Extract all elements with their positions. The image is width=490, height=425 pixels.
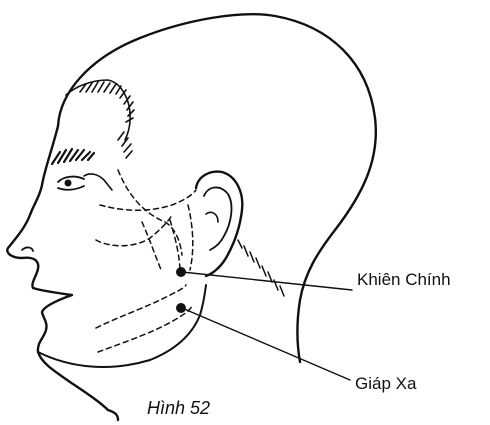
eyebrow (52, 149, 94, 164)
leader-line-giap-xa (182, 308, 350, 380)
neck-hatching (238, 240, 284, 296)
point-khien-chinh (176, 267, 186, 277)
face-profile (7, 126, 118, 420)
label-khien-chinh: Khiên Chính (357, 270, 451, 290)
label-giap-xa: Giáp Xa (355, 374, 416, 394)
leader-line-khien-chinh (182, 272, 352, 290)
point-giap-xa (176, 303, 186, 313)
sideburn (118, 132, 132, 158)
meridian-lines (96, 170, 196, 352)
nostril (22, 247, 33, 251)
hairline (80, 82, 134, 122)
figure-caption: Hình 52 (147, 398, 210, 419)
